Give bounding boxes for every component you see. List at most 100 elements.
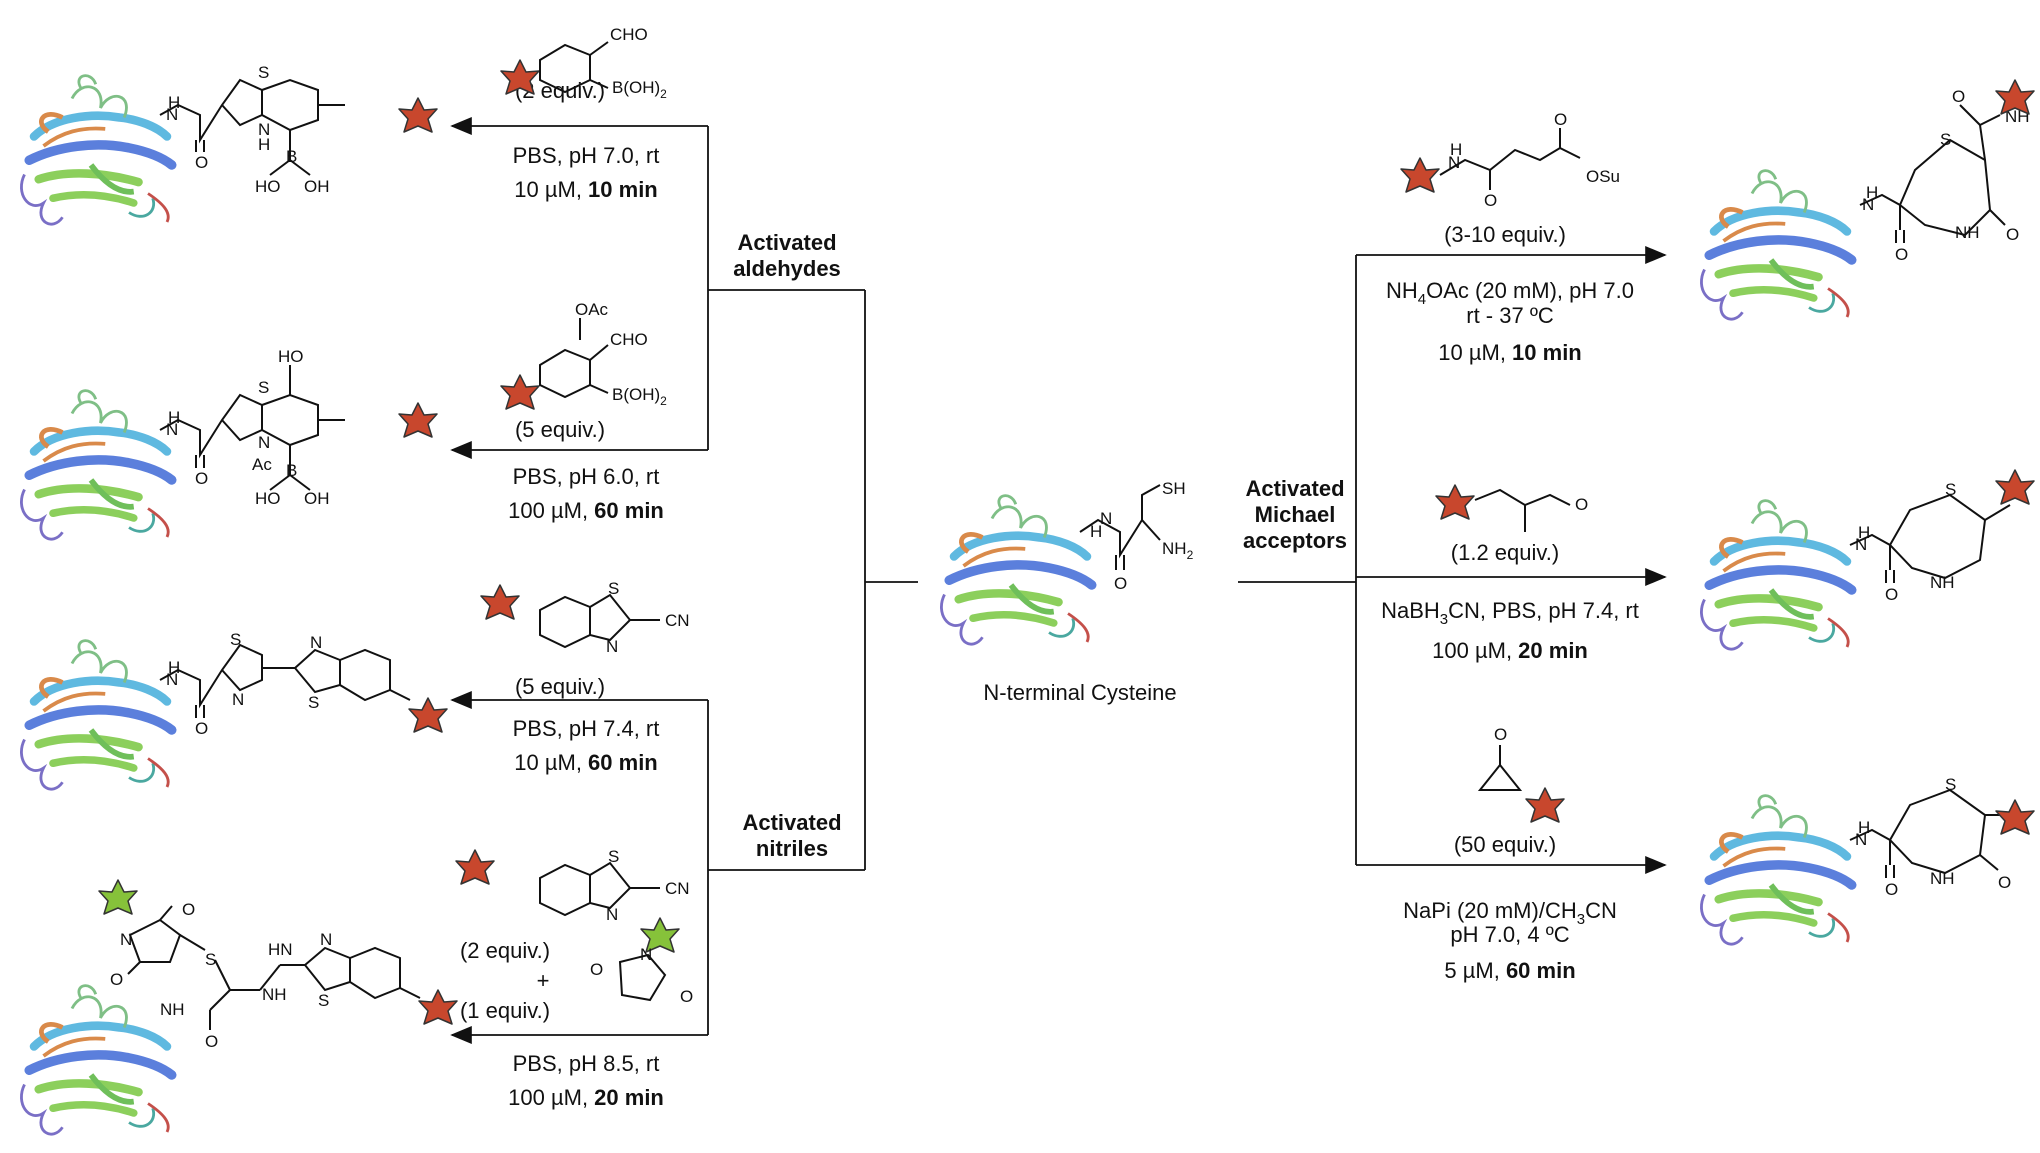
reagent-michael-3: O [1477, 725, 1565, 823]
svg-text:N: N [166, 670, 178, 689]
svg-text:OAc: OAc [575, 300, 609, 319]
protein-ribbon-icon [941, 496, 1092, 649]
svg-text:CHO: CHO [610, 330, 648, 349]
svg-text:PBS, pH 8.5, rt: PBS, pH 8.5, rt [513, 1051, 660, 1076]
svg-text:PBS, pH 6.0, rt: PBS, pH 6.0, rt [513, 464, 660, 489]
group-aldehydes-line2: aldehydes [733, 256, 841, 281]
svg-text:S: S [1940, 130, 1951, 149]
svg-text:PBS, pH 7.4, rt: PBS, pH 7.4, rt [513, 716, 660, 741]
svg-text:OH: OH [304, 177, 330, 196]
svg-text:O: O [1494, 725, 1507, 744]
svg-text:O: O [1554, 110, 1567, 129]
red-star-icon [1995, 799, 2035, 835]
group-michael-line1: Activated [1245, 476, 1344, 501]
reagent-michael-1: H N O O OSu [1400, 110, 1620, 210]
protein-ribbon-icon [21, 391, 172, 544]
svg-text:H: H [1858, 523, 1870, 542]
svg-text:N: N [320, 930, 332, 949]
svg-text:(1.2 equiv.): (1.2 equiv.) [1451, 540, 1559, 565]
svg-text:H: H [1866, 183, 1878, 202]
group-michael-line3: acceptors [1243, 528, 1347, 553]
svg-text:NaBH3CN, PBS, pH 7.4, rt: NaBH3CN, PBS, pH 7.4, rt [1381, 598, 1639, 628]
conditions-michael-2: (1.2 equiv.) NaBH3CN, PBS, pH 7.4, rt 10… [1381, 540, 1639, 663]
svg-text:NH: NH [1930, 573, 1955, 592]
red-star-icon [480, 584, 520, 620]
svg-text:N: N [1448, 153, 1460, 172]
svg-text:NH2: NH2 [1162, 539, 1194, 562]
svg-text:S: S [258, 63, 269, 82]
left-bracket [707, 126, 918, 1035]
svg-text:O: O [110, 970, 123, 989]
red-star-icon [500, 374, 540, 410]
svg-text:N: N [310, 633, 322, 652]
svg-text:S: S [308, 693, 319, 712]
svg-text:HN: HN [268, 940, 293, 959]
reagent-nitrile-2: S N CN O O N [455, 847, 693, 1006]
right-bracket [1238, 255, 1357, 865]
svg-text:pH 7.0, 4 ºC: pH 7.0, 4 ºC [1450, 922, 1569, 947]
svg-text:SH: SH [1162, 479, 1186, 498]
svg-text:O: O [195, 153, 208, 172]
svg-text:H: H [258, 135, 270, 154]
conditions-nitrile-1: (5 equiv.) PBS, pH 7.4, rt 10 µM, 60 min [513, 674, 660, 775]
svg-text:(2 equiv.): (2 equiv.) [460, 938, 550, 963]
svg-text:S: S [1945, 775, 1956, 794]
red-star-icon [1400, 157, 1440, 193]
product-michael-3: H N O S NH O [1701, 775, 2035, 949]
svg-text:NH: NH [1955, 223, 1980, 242]
svg-text:O: O [1895, 245, 1908, 264]
svg-text:rt - 37 ºC: rt - 37 ºC [1466, 303, 1554, 328]
svg-text:S: S [608, 847, 619, 866]
svg-text:H: H [1858, 818, 1870, 837]
product-aldehyde-2: H N O S N Ac HO B HO OH [21, 347, 438, 544]
red-star-icon [1435, 484, 1475, 520]
svg-text:N: N [640, 945, 652, 964]
red-star-icon [418, 989, 458, 1025]
product-aldehyde-1: H N O S N H B HO OH [21, 63, 438, 229]
svg-text:N: N [1855, 535, 1867, 554]
protein-ribbon-icon [21, 986, 172, 1139]
svg-text:CN: CN [665, 611, 690, 630]
svg-text:OSu: OSu [1586, 167, 1620, 186]
svg-text:O: O [1998, 873, 2011, 892]
svg-text:(5 equiv.): (5 equiv.) [515, 674, 605, 699]
reagent-aldehyde-2: OAc CHO B(OH)2 [500, 300, 667, 410]
svg-text:100 µM, 20 min: 100 µM, 20 min [1432, 638, 1588, 663]
svg-text:PBS, pH 7.0, rt: PBS, pH 7.0, rt [513, 143, 660, 168]
svg-text:N: N [166, 105, 178, 124]
red-star-icon [408, 697, 448, 733]
svg-text:O: O [1952, 87, 1965, 106]
reagent-nitrile-1: S N CN [480, 579, 690, 656]
group-nitriles-line2: nitriles [756, 836, 828, 861]
svg-text:N: N [1100, 509, 1112, 528]
svg-text:(3-10 equiv.): (3-10 equiv.) [1444, 222, 1566, 247]
conditions-michael-3: (50 equiv.) NaPi (20 mM)/CH3CN pH 7.0, 4… [1403, 832, 1617, 983]
protein-ribbon-icon [21, 76, 172, 229]
reagent-michael-2: O [1435, 484, 1588, 532]
svg-text:S: S [258, 378, 269, 397]
svg-text:CN: CN [665, 879, 690, 898]
product-michael-2: H N O S NH [1701, 469, 2035, 654]
svg-text:N: N [1862, 195, 1874, 214]
svg-text:N: N [606, 637, 618, 656]
svg-text:S: S [205, 950, 216, 969]
svg-text:H: H [1090, 522, 1102, 541]
svg-text:N: N [232, 690, 244, 709]
conditions-aldehyde-2: (5 equiv.) PBS, pH 6.0, rt 100 µM, 60 mi… [508, 417, 664, 523]
group-nitriles-line1: Activated [742, 810, 841, 835]
center-label: N-terminal Cysteine [983, 680, 1176, 705]
svg-text:O: O [1885, 880, 1898, 899]
svg-text:O: O [195, 469, 208, 488]
svg-text:O: O [2006, 225, 2019, 244]
svg-text:+: + [537, 968, 550, 993]
protein-ribbon-icon [1701, 796, 1852, 949]
svg-text:B: B [286, 147, 297, 166]
svg-text:N: N [120, 930, 132, 949]
svg-text:O: O [1484, 191, 1497, 210]
svg-text:B(OH)2: B(OH)2 [612, 78, 667, 101]
product-michael-1: H N O S NH O NH O [1701, 79, 2035, 324]
red-star-icon [398, 402, 438, 438]
group-aldehydes-line1: Activated [737, 230, 836, 255]
svg-text:5 µM, 60 min: 5 µM, 60 min [1444, 958, 1575, 983]
